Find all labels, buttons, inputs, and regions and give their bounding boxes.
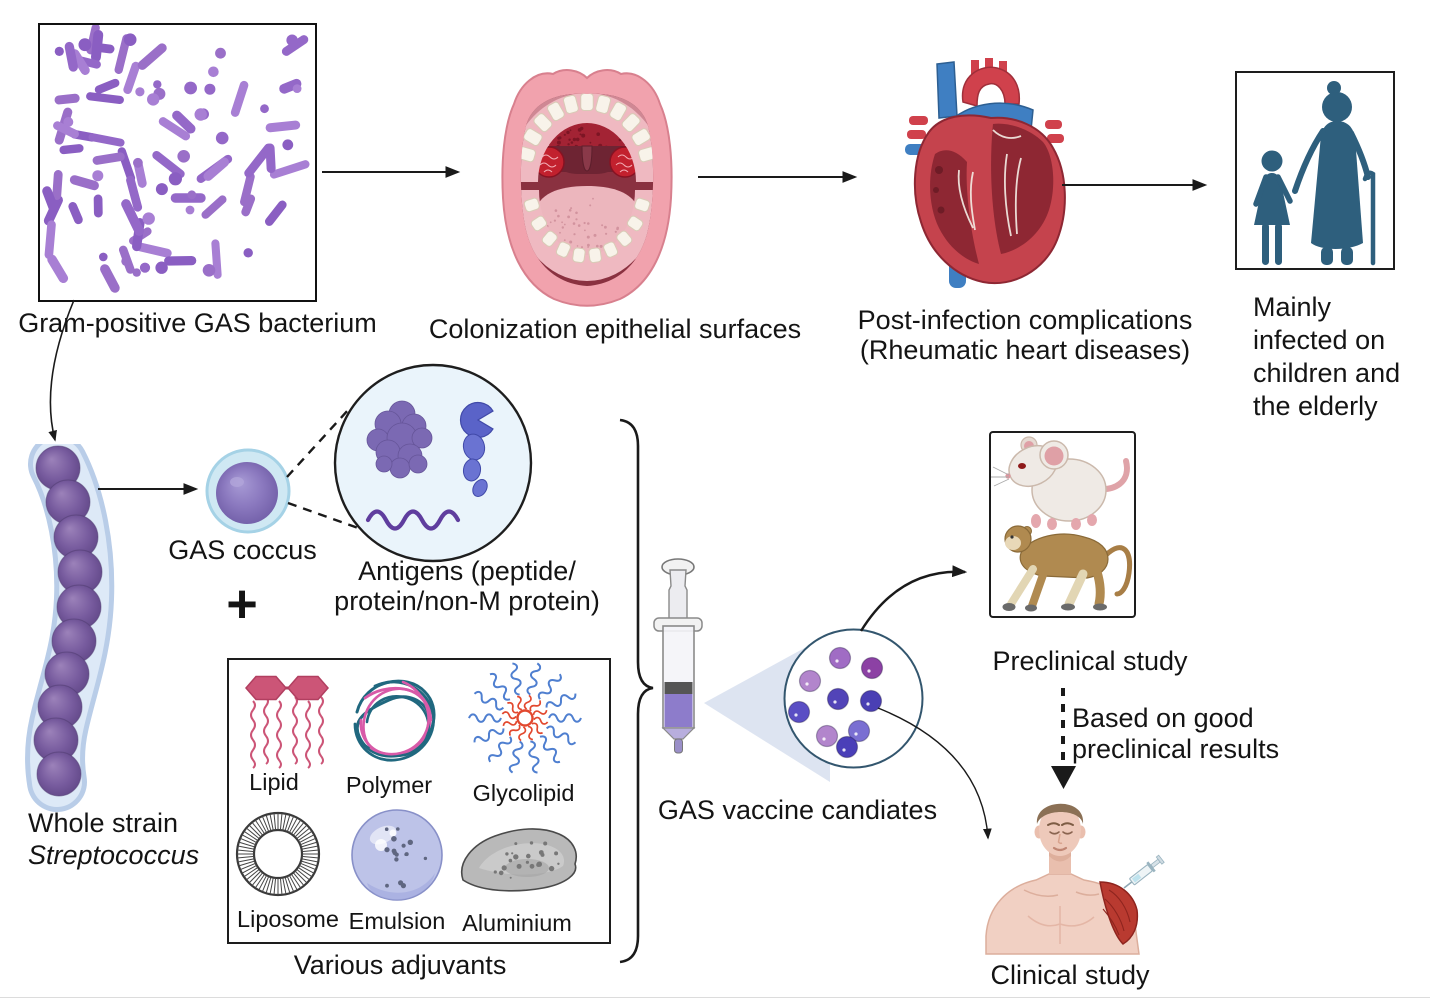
- muscle-striations: [1102, 889, 1131, 936]
- preclinical-animals: [991, 436, 1133, 612]
- vaccine-particles: [787, 646, 884, 759]
- chordae-right: [992, 129, 1022, 237]
- vaccine-liquid: [664, 694, 693, 727]
- polymer-icon: [353, 679, 436, 762]
- protein-chain-icon: [459, 401, 494, 497]
- syringe-illustration: [653, 558, 703, 754]
- glycolipid-icon: [468, 662, 582, 774]
- left-chamber: [930, 150, 979, 264]
- mouth-line: [1052, 846, 1068, 852]
- plunger-rod: [668, 569, 688, 625]
- label-various-adjuvants: Various adjuvants: [293, 950, 507, 980]
- child-and-elderly-icon: [1253, 81, 1376, 266]
- child-icon: [1253, 150, 1293, 265]
- injection-syringe-icon: [1123, 854, 1165, 889]
- page-bottom-rule: [0, 997, 1430, 998]
- emulsion-icon: [351, 809, 443, 901]
- label-complications: Post-infection complications (Rheumatic …: [857, 305, 1193, 366]
- lower-teeth: [523, 197, 651, 264]
- label-preclinical: Preclinical study: [992, 646, 1188, 676]
- mouse-illustration: [991, 436, 1130, 530]
- label-vaccine-candidates: GAS vaccine candiates: [657, 795, 938, 825]
- preclinical-box: [989, 431, 1136, 618]
- vaccine-particles-illustration: [783, 628, 924, 769]
- mouth-detail: [520, 93, 654, 281]
- label-glycolipid: Glycolipid: [472, 780, 575, 806]
- label-emulsion: Emulsion: [348, 908, 446, 934]
- hair: [1036, 803, 1084, 824]
- label-liposome: Liposome: [237, 906, 339, 932]
- label-demographics: Mainly infected on children and the elde…: [1253, 292, 1401, 421]
- plus-sign: +: [226, 574, 258, 634]
- tongue-texture: [546, 197, 619, 250]
- upper-teeth: [520, 93, 654, 163]
- bacteria-micrograph-box: [38, 23, 317, 302]
- collarbones: [1023, 889, 1100, 897]
- protein-blob-icon: [366, 400, 433, 479]
- label-antigens: Antigens (peptide/ protein/non-M protein…: [334, 556, 600, 616]
- syringe-tip: [674, 738, 683, 754]
- label-aluminium: Aluminium: [462, 910, 572, 936]
- monkey-illustration: [1002, 525, 1133, 612]
- lipid-icon: [245, 675, 329, 769]
- label-lipid: Lipid: [249, 769, 299, 795]
- open-mouth-illustration: [501, 69, 673, 307]
- heart-cross-section-illustration: [905, 58, 1066, 288]
- uvula: [581, 145, 593, 172]
- chordae-left: [957, 169, 976, 231]
- cane-icon: [1362, 170, 1376, 266]
- peptide-wave-icon: [365, 509, 461, 531]
- mouse-whiskers: [991, 466, 1010, 487]
- bacteria-micrograph: [42, 23, 310, 293]
- label-gram-positive: Gram-positive GAS bacterium: [18, 308, 377, 338]
- aluminium-icon: [460, 828, 577, 892]
- demographics-box: [1235, 71, 1395, 270]
- label-based-on: Based on good preclinical results: [1072, 703, 1280, 765]
- label-colonization: Colonization epithelial surfaces: [428, 314, 802, 344]
- nose: [1057, 833, 1063, 845]
- face: [1039, 804, 1081, 856]
- eyebrows: [1047, 822, 1074, 826]
- liposome-icon: [235, 811, 321, 897]
- human-illustration: [985, 803, 1165, 955]
- mouse-eye: [1018, 463, 1026, 469]
- antigens-illustration: [333, 363, 533, 563]
- bacteria-rods: [42, 23, 310, 293]
- label-clinical: Clinical study: [990, 960, 1150, 990]
- label-polymer: Polymer: [345, 772, 433, 798]
- strep-chain-illustration: [24, 444, 115, 812]
- arrow-vaccine-to-preclinical: [859, 565, 968, 632]
- cocci-chain: [33, 445, 103, 797]
- closed-eyes: [1049, 831, 1073, 835]
- plunger-seal: [664, 682, 693, 694]
- label-gas-coccus: GAS coccus: [168, 535, 317, 565]
- adjuvants-box: [227, 658, 611, 944]
- superior-vena-cava: [936, 61, 958, 119]
- adjuvants-icons: [235, 662, 582, 901]
- monkey-tail: [1103, 545, 1133, 597]
- gas-coccus-illustration: [205, 448, 291, 534]
- elderly-icon: [1292, 81, 1376, 266]
- deltoid-muscle: [1099, 881, 1139, 945]
